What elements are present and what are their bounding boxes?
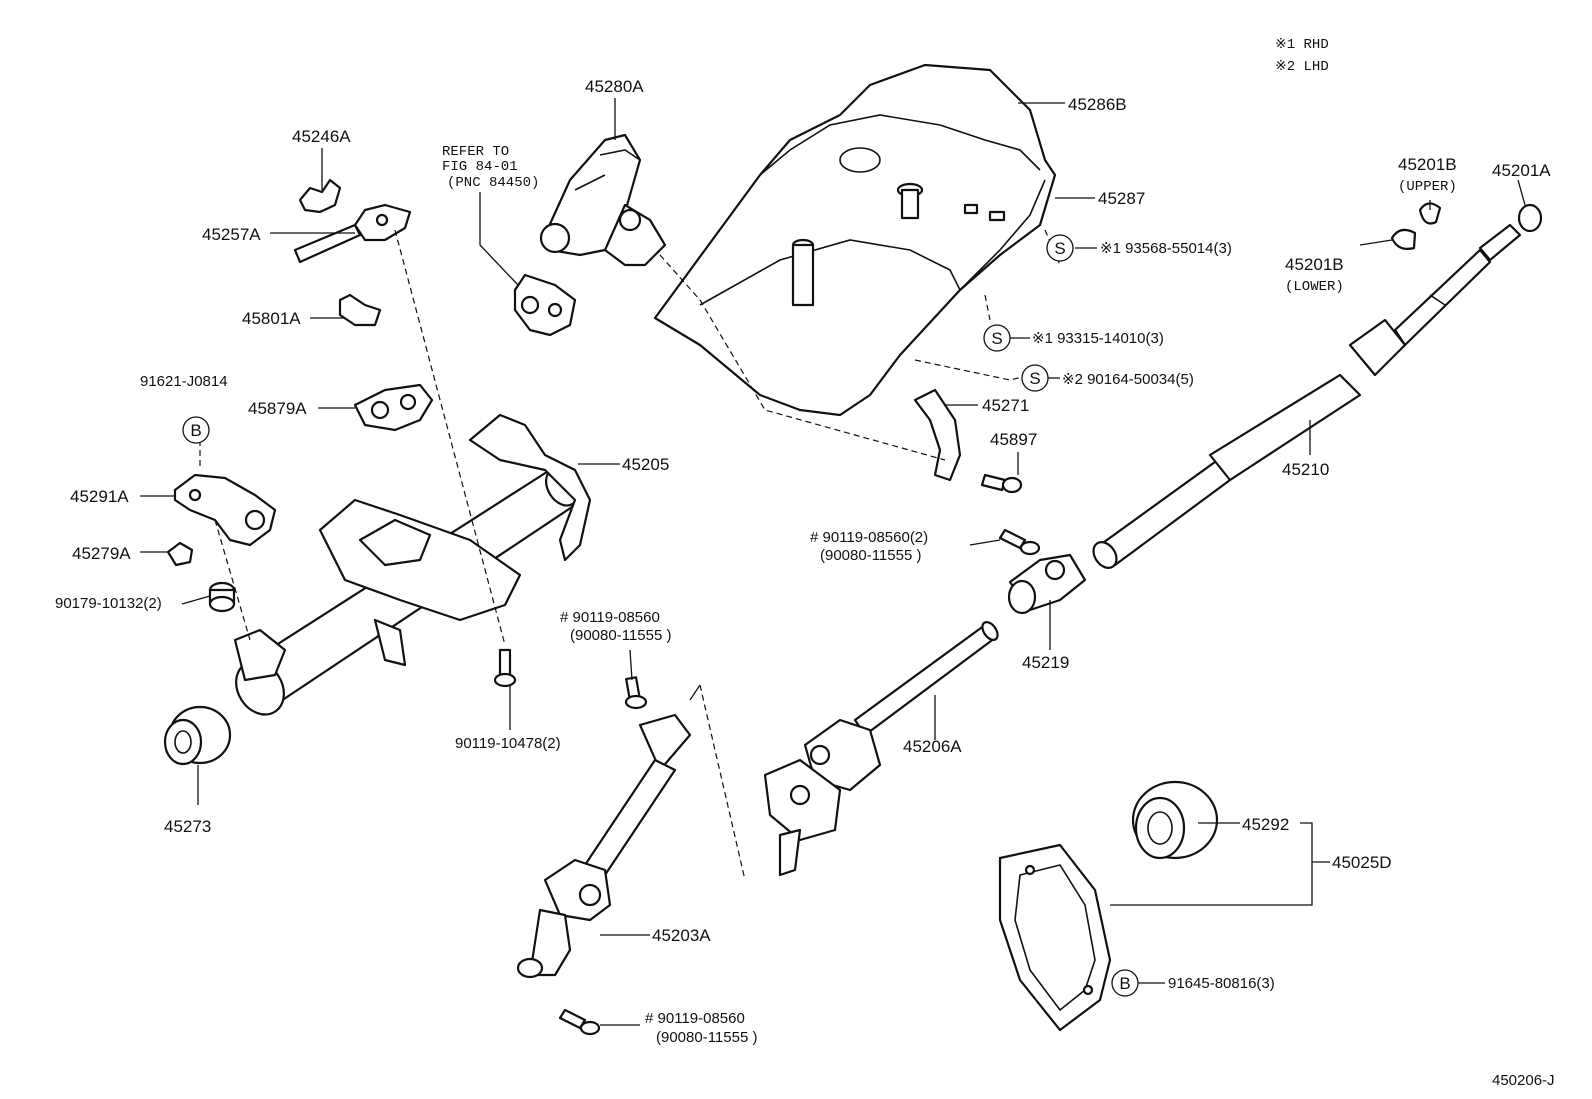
label-45203A[interactable]: 45203A	[652, 926, 711, 945]
symbol-s-90164: S	[1021, 364, 1049, 392]
label-45246A[interactable]: 45246A	[292, 127, 351, 146]
label-45257A[interactable]: 45257A	[202, 225, 261, 244]
diagram-id: 450206-J	[1492, 1072, 1555, 1089]
label-90080-11555-upper[interactable]: (90080-11555 )	[570, 627, 671, 644]
label-45292[interactable]: 45292	[1242, 815, 1289, 834]
svg-text:S: S	[991, 329, 1002, 348]
bracket-45801A-part[interactable]	[338, 293, 382, 327]
leader-lines	[140, 98, 1526, 1026]
bearing-45273-part[interactable]	[163, 705, 232, 766]
label-45201A[interactable]: 45201A	[1492, 161, 1551, 180]
column-cover-upper-part[interactable]	[653, 63, 1057, 417]
plate-45879A-part[interactable]	[353, 383, 434, 432]
refer-line-1: REFER TO	[442, 144, 509, 160]
label-45201B-lower-note: (LOWER)	[1285, 279, 1344, 295]
clip-45271-part[interactable]	[913, 388, 962, 482]
label-90119-10478[interactable]: 90119-10478(2)	[455, 735, 561, 752]
assembly-line-lever-to-tube	[394, 229, 506, 646]
legend-lhd: ※2 LHD	[1275, 59, 1329, 75]
steering-column-tube-part[interactable]	[227, 413, 592, 723]
assembly-line-screw-90164	[914, 359, 1031, 381]
hole-cover-45025D-part[interactable]	[998, 843, 1112, 1032]
steering-lock-housing-part[interactable]	[539, 133, 667, 267]
bushing-45201A-part[interactable]	[1517, 203, 1543, 233]
label-45219[interactable]: 45219	[1022, 653, 1069, 672]
symbol-b-91645: B	[1111, 969, 1139, 997]
label-45273[interactable]: 45273	[164, 817, 211, 836]
label-45801A[interactable]: 45801A	[242, 309, 301, 328]
screw-45897-part[interactable]	[980, 473, 1023, 494]
intermediate-shaft-45203A-part[interactable]	[516, 713, 692, 979]
label-90119-08560-upper[interactable]: # 90119-08560	[560, 609, 660, 626]
spring-45246A-part[interactable]	[298, 178, 342, 214]
zigzag-solid	[689, 684, 701, 701]
label-93568-55014[interactable]: ※1 93568-55014(3)	[1100, 240, 1232, 257]
label-45280A[interactable]: 45280A	[585, 77, 644, 96]
label-45201B-upper[interactable]: 45201B	[1398, 155, 1457, 174]
label-90119-08560-bottom[interactable]: # 90119-08560	[645, 1010, 745, 1027]
label-90080-11555-right[interactable]: (90080-11555 )	[820, 547, 921, 564]
bolt-90119-right-part[interactable]	[998, 528, 1041, 556]
label-91621-J0814[interactable]: 91621-J0814	[140, 373, 228, 390]
label-90119-08560-right[interactable]: # 90119-08560(2)	[810, 529, 928, 546]
bracket-45291A-part[interactable]	[173, 473, 277, 547]
steering-main-shaft-45210-part[interactable]	[1089, 223, 1522, 572]
snap-ring-upper-part[interactable]	[1418, 202, 1442, 225]
svg-text:S: S	[1054, 239, 1065, 258]
label-45271[interactable]: 45271	[982, 396, 1029, 415]
label-45201B-upper-note: (UPPER)	[1398, 179, 1457, 195]
refer-line-3: (PNC 84450)	[447, 175, 539, 191]
bolt-90179-part[interactable]	[208, 581, 236, 613]
symbol-s-93315: S	[983, 324, 1011, 352]
bolt-90119-upper-part[interactable]	[624, 676, 648, 710]
label-45287[interactable]: 45287	[1098, 189, 1145, 208]
bolt-90119-10478-part[interactable]	[493, 648, 517, 688]
svg-text:S: S	[1029, 369, 1040, 388]
label-45897[interactable]: 45897	[990, 430, 1037, 449]
label-45291A[interactable]: 45291A	[70, 487, 129, 506]
lever-45257A-part[interactable]	[293, 203, 412, 264]
label-45279A[interactable]: 45279A	[72, 544, 131, 563]
label-45025D[interactable]: 45025D	[1332, 853, 1392, 872]
svg-text:B: B	[1119, 974, 1130, 993]
assembly-line-shaft-zigzag	[699, 684, 746, 881]
refer-line-2: FIG 84-01	[442, 159, 518, 175]
label-91645-80816[interactable]: 91645-80816(3)	[1168, 975, 1275, 992]
label-45286B[interactable]: 45286B	[1068, 95, 1127, 114]
yoke-45219-part[interactable]	[1007, 553, 1087, 615]
legend-rhd: ※1 RHD	[1275, 37, 1329, 53]
label-45205[interactable]: 45205	[622, 455, 669, 474]
label-93315-14010[interactable]: ※1 93315-14010(3)	[1032, 330, 1164, 347]
symbol-s-93568: S	[1046, 234, 1074, 262]
bolt-90119-bottom-part[interactable]	[558, 1008, 601, 1036]
assembly-line-bracket-to-tube	[199, 430, 251, 641]
label-45206A[interactable]: 45206A	[903, 737, 962, 756]
snap-ring-lower-part[interactable]	[1390, 228, 1417, 250]
label-45879A[interactable]: 45879A	[248, 399, 307, 418]
label-90164-50034[interactable]: ※2 90164-50034(5)	[1062, 371, 1194, 388]
assembly-line-lock-to-cover	[659, 254, 946, 461]
assembly-line-screw-93315	[984, 294, 991, 321]
symbol-b-91621: B	[182, 416, 210, 444]
label-45201B-lower[interactable]: 45201B	[1285, 255, 1344, 274]
nut-45279A-part[interactable]	[166, 541, 194, 567]
bearing-45292-part[interactable]	[1131, 780, 1219, 860]
svg-text:B: B	[190, 421, 201, 440]
label-90080-11555-bottom[interactable]: (90080-11555 )	[656, 1029, 757, 1046]
label-45210[interactable]: 45210	[1282, 460, 1329, 479]
lock-bracket-part[interactable]	[513, 273, 577, 337]
steering-shaft-45206A-part[interactable]	[763, 619, 1001, 877]
label-90179-10132[interactable]: 90179-10132(2)	[55, 595, 162, 612]
